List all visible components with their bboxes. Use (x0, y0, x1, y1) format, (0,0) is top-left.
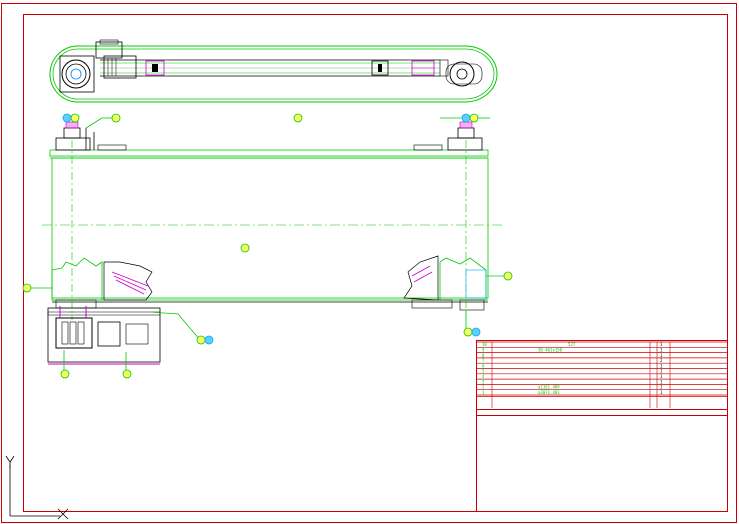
parts-row-qty: 1 (660, 369, 663, 374)
detail-view-bearing (47, 306, 161, 365)
parts-row-number: 8 (482, 353, 485, 358)
outer-sheet-border (1, 3, 737, 523)
parts-row-qty: 1 (660, 390, 663, 395)
ucs-axis-icon: Y X (0, 0, 69, 520)
parts-row: 9 30 461x150 1 (482, 348, 663, 353)
parts-row-qty: 1 (660, 363, 663, 368)
parts-row-spec: 527 (568, 342, 576, 347)
parts-row-number: 6 (482, 363, 485, 368)
leader-lines (28, 117, 508, 372)
callout-balloons (22, 113, 513, 379)
inner-drawing-frame (23, 14, 728, 512)
callout-balloon (60, 369, 70, 379)
parts-row: 2 a1161.489 1 (482, 385, 663, 390)
callout-balloon (240, 243, 250, 253)
callout-balloon (463, 327, 473, 337)
parts-row-spec: a1161.489 (538, 385, 560, 390)
callout-balloon (22, 283, 32, 293)
parts-row: 1 a3071.481 1 (482, 390, 663, 395)
parts-row-spec: a3071.481 (538, 390, 560, 395)
ucs-y-label: Y (0, 0, 1, 1)
parts-row-qty: 1 (660, 385, 663, 390)
front-view-conveyor (42, 121, 502, 320)
parts-row-number: 7 (482, 358, 485, 363)
top-view-conveyor (49, 39, 498, 103)
callout-balloon (204, 335, 214, 345)
parts-row-number: 5 (482, 369, 485, 374)
parts-row-qty: 1 (660, 348, 663, 353)
ucs-x-label: X (0, 0, 1, 1)
callout-balloon (469, 113, 479, 123)
callout-balloon (461, 113, 471, 123)
callout-balloon (471, 327, 481, 337)
callout-balloon (196, 335, 206, 345)
title-block (476, 340, 728, 512)
parts-row-number: 1 (482, 390, 485, 395)
parts-row-number: 10 (482, 342, 487, 347)
callout-balloon (122, 369, 132, 379)
parts-row-qty: 1 (660, 379, 663, 384)
callout-balloon (70, 113, 80, 123)
parts-row-qty: 1 (660, 353, 663, 358)
parts-row-qty: 2 (660, 358, 663, 363)
callout-balloon (62, 113, 72, 123)
parts-row-number: 9 (482, 348, 485, 353)
callout-balloon (293, 113, 303, 123)
parts-row-spec: 30 461x150 (538, 348, 563, 353)
parts-row-number: 4 (482, 374, 485, 379)
callout-balloon (503, 271, 513, 281)
parts-row-number: 3 (482, 379, 485, 384)
parts-row: 10 527 1 (482, 342, 663, 347)
parts-row-qty: 1 (660, 342, 663, 347)
parts-row-number: 2 (482, 385, 485, 390)
parts-row-qty: 1 (660, 374, 663, 379)
callout-balloon (111, 113, 121, 123)
